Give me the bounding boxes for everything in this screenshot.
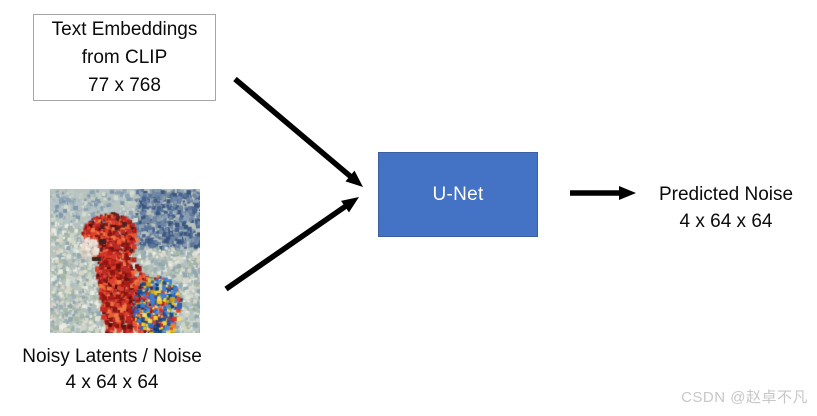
arrow-text-embeddings-to-unet (233, 76, 363, 187)
predicted-noise-label-line-1: Predicted Noise (658, 184, 794, 205)
watermark: CSDN @赵卓不凡 (681, 389, 808, 406)
text-embeddings-line-1: Text Embeddings (51, 18, 198, 40)
unet-label: U-Net (432, 183, 484, 205)
predicted-noise-label: Predicted Noise 4 x 64 x 64 (640, 181, 812, 235)
text-embeddings-box: Text Embeddings from CLIP 77 x 768 (33, 14, 216, 101)
text-embeddings-line-2: from CLIP (81, 46, 168, 68)
noisy-latents-label: Noisy Latents / Noise 4 x 64 x 64 (8, 344, 216, 396)
unet-box: U-Net (378, 152, 538, 237)
arrow-noisy-latents-to-unet (224, 197, 359, 292)
predicted-noise-shape: 4 x 64 x 64 (679, 211, 773, 232)
noisy-latents-label-line-1: Noisy Latents / Noise (22, 346, 202, 367)
noisy-latents-shape: 4 x 64 x 64 (65, 372, 159, 393)
text-embeddings-shape: 77 x 768 (88, 74, 161, 96)
noisy-latents-image (50, 189, 200, 333)
arrow-unet-to-predicted-noise (570, 186, 636, 200)
